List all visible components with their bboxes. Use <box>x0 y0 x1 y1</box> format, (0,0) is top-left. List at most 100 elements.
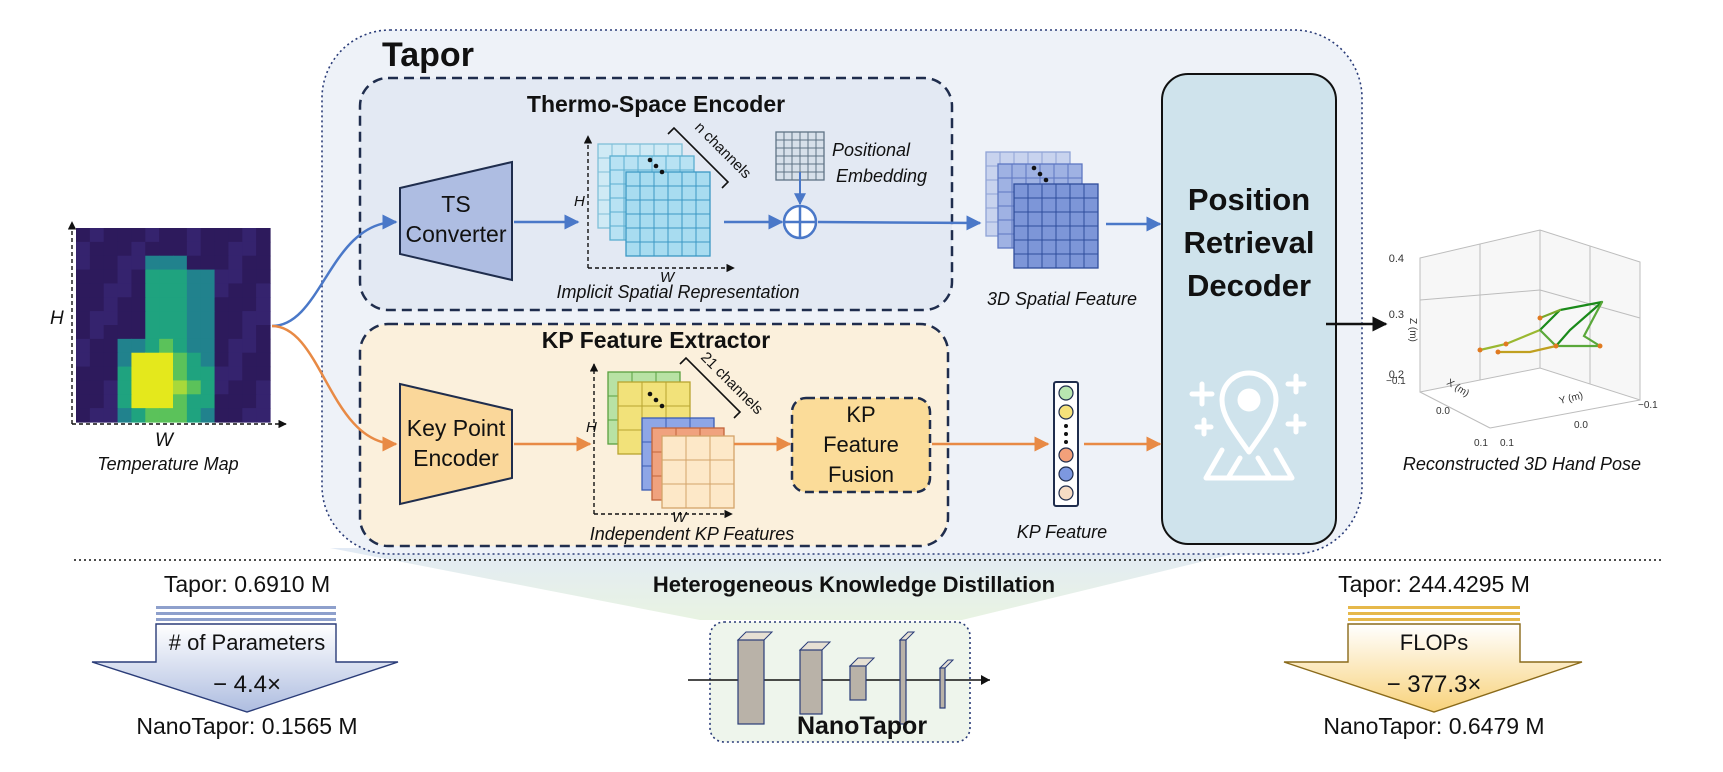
heatmap-cell <box>256 283 271 298</box>
heatmap-cell <box>214 241 230 257</box>
21-channels-bracket <box>679 356 742 419</box>
heatmap-cell <box>76 297 91 312</box>
heatmap-cell <box>214 228 230 243</box>
heatmap-cell <box>117 352 133 368</box>
heatmap-cell <box>131 380 146 395</box>
heatmap-cell <box>76 228 91 243</box>
flops-bar <box>1348 612 1520 615</box>
heatmap-cell <box>200 380 216 395</box>
heatmap-cell <box>117 255 133 271</box>
heatmap-cell <box>242 241 257 257</box>
ellipsis-dot <box>1043 177 1049 183</box>
heatmap-cell <box>89 325 105 340</box>
heatmap-cell <box>117 394 133 409</box>
x-tick: 0.0 <box>1436 406 1450 417</box>
heatmap-cell <box>242 366 257 382</box>
ellipsis-dot <box>647 391 653 397</box>
heatmap-cell <box>186 380 202 395</box>
kp-h-label: H <box>586 419 597 436</box>
params-arrow <box>91 623 399 713</box>
heatmap-cell <box>145 325 160 340</box>
heatmap-cell <box>186 352 202 368</box>
implicit-h-label: H <box>574 193 585 210</box>
key-point-encoder <box>399 382 513 506</box>
heatmap-cell <box>173 228 188 243</box>
heatmap-cell <box>131 241 146 257</box>
heatmap-cell <box>173 338 188 354</box>
distillation-title: Heterogeneous Knowledge Distillation <box>653 572 1055 597</box>
temp-w-label: W <box>155 430 175 451</box>
heatmap-cell <box>145 408 160 423</box>
heatmap-cell <box>214 283 230 298</box>
kp-vector-dot <box>1064 432 1068 436</box>
heatmap-cell <box>76 366 91 382</box>
heatmap-cell <box>76 283 91 298</box>
heatmap-cell <box>256 269 271 285</box>
y-tick: 0.0 <box>1574 420 1588 431</box>
heatmap-cell <box>159 380 174 395</box>
decoder-label-3: Decoder <box>1187 268 1311 303</box>
heatmap-cell <box>117 325 133 340</box>
heatmap-cell <box>103 394 119 409</box>
heatmap-cell <box>214 366 230 382</box>
heatmap-cell <box>173 255 188 271</box>
positional-embedding-label-2: Embedding <box>836 166 927 186</box>
heatmap-cell <box>76 338 91 354</box>
x-tick: 0.1 <box>1474 438 1488 449</box>
position-retrieval-decoder <box>1161 73 1337 545</box>
heatmap-cell <box>228 338 243 354</box>
key-point-encoder-label-1: Key Point <box>407 415 506 441</box>
heatmap-cell <box>103 297 119 312</box>
heatmap-cell <box>256 297 271 312</box>
y-tick: 0.1 <box>1500 438 1514 449</box>
heatmap-cell <box>186 325 202 340</box>
heatmap-cell <box>214 297 230 312</box>
flops-arrow <box>1283 623 1583 713</box>
heatmap-cell <box>228 408 243 423</box>
kp-vector-dot <box>1064 424 1068 428</box>
flops-ratio: − 377.3× <box>1387 671 1482 698</box>
params-bar <box>156 612 336 615</box>
heatmap-cell <box>242 338 257 354</box>
kp-vector-cell <box>1058 485 1074 501</box>
kp-feature-fusion-label-1: KP <box>846 402 875 427</box>
independent-kp-features-label: Independent KP Features <box>590 524 794 544</box>
heatmap-cell <box>214 269 230 285</box>
params-nanotapor: NanoTapor: 0.1565 M <box>136 713 357 739</box>
add-to-spatial-arrow <box>817 215 982 231</box>
nanotapor-network <box>688 631 990 725</box>
distillation-funnel <box>330 548 1258 620</box>
heatmap-cell <box>214 255 230 271</box>
heatmap-cell <box>228 311 243 326</box>
heatmap-cell <box>214 325 230 340</box>
heatmap-cell <box>242 380 257 395</box>
heatmap-cell <box>159 241 174 257</box>
kp-vector-cell <box>1058 404 1074 420</box>
flops-nanotapor: NanoTapor: 0.6479 M <box>1323 713 1544 739</box>
heatmap-cell <box>89 408 105 423</box>
hand-joints <box>1477 315 1603 355</box>
heatmap-cell <box>159 297 174 312</box>
heatmap-cell <box>200 283 216 298</box>
ellipsis-dot <box>659 169 665 175</box>
heatmap-cell <box>159 352 174 368</box>
heatmap-cell <box>103 255 119 271</box>
heatmap-cell <box>200 366 216 382</box>
heatmap-cell <box>89 394 105 409</box>
heatmap-cell <box>131 338 146 354</box>
heatmap-cell <box>103 283 119 298</box>
heatmap-cell <box>173 325 188 340</box>
heatmap-cell <box>186 394 202 409</box>
heatmap-cell <box>173 297 188 312</box>
kp-feature-extractor-title: KP Feature Extractor <box>542 327 770 353</box>
key-point-encoder-label-2: Encoder <box>413 445 499 471</box>
heatmap-cell <box>89 311 105 326</box>
heatmap-cell <box>200 297 216 312</box>
heatmap-cell <box>214 311 230 326</box>
ellipsis-dot <box>659 403 665 409</box>
heatmap-cell <box>159 269 174 285</box>
heatmap-cell <box>200 338 216 354</box>
heatmap-cell <box>242 311 257 326</box>
kp-grid <box>661 435 735 509</box>
